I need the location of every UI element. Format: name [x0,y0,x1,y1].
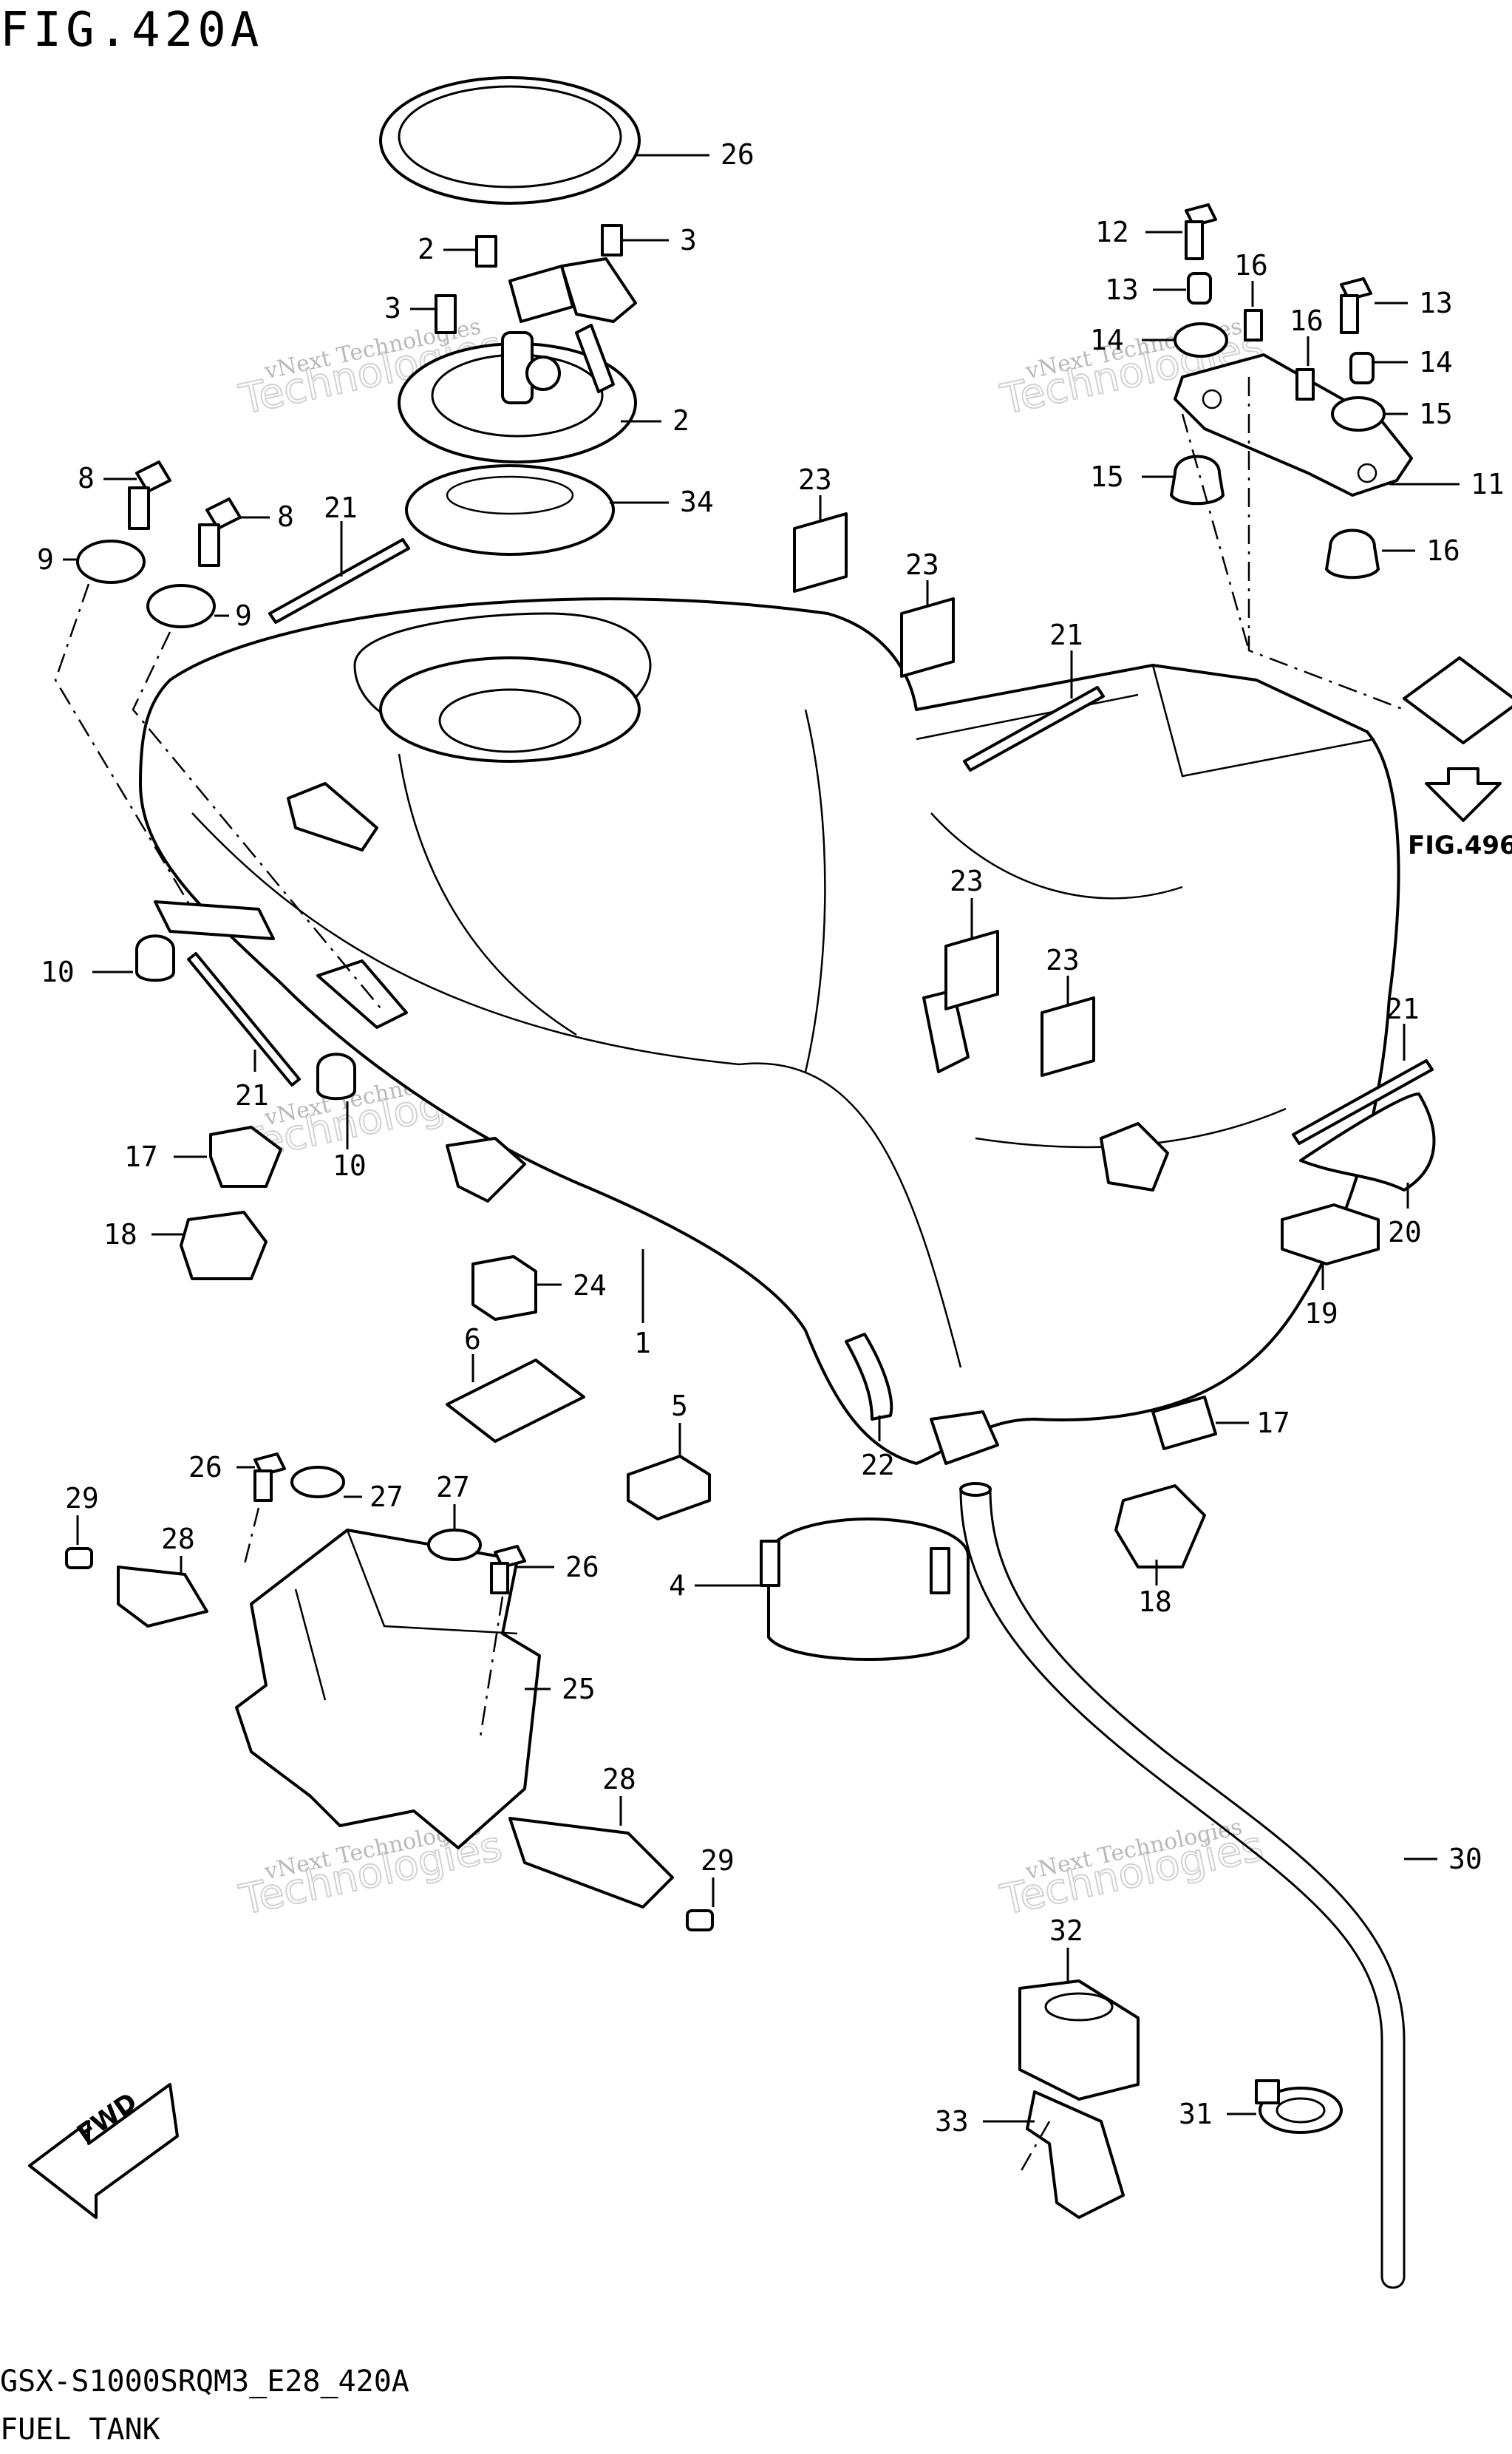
callout-label: 8 [78,462,95,494]
callout-label: 1 [634,1327,651,1359]
forward-direction-arrow: FWD [28,2083,179,2219]
callout-label: 19 [1304,1297,1338,1330]
callout-label: 14 [1419,346,1453,378]
model-code: GSX-S1000SRQM3_E28_420A [0,2365,409,2399]
callout-label: 34 [680,486,714,518]
callout-label: 14 [1090,324,1124,356]
part-15-rubber-mounts [1170,455,1380,579]
part-12-bolts [1185,203,1372,334]
callout-label: 5 [671,1390,688,1422]
part-7-gasket-ring [379,76,641,205]
part-11-rear-bracket [1174,353,1413,497]
callout-label: 17 [124,1141,158,1173]
part-13-collars [1187,272,1375,384]
part-6-sheet [446,1359,585,1443]
part-8-bolts [128,460,242,567]
part-3-bolts [435,224,623,334]
figure-title: FIG.420A [0,3,263,58]
callout-label: 25 [562,1673,596,1705]
part-4-band [760,1517,970,1661]
callout-label: 20 [1388,1216,1422,1248]
callout-label: 30 [1448,1843,1482,1875]
part-5-pad [627,1455,711,1520]
callout-label: 12 [1095,216,1129,248]
callout-label: 33 [935,2105,969,2138]
part-28-brackets [117,1566,674,1909]
part-34-cap-base [405,464,615,556]
callout-label: 23 [905,548,939,581]
callout-label: 9 [37,543,54,576]
callout-label: 28 [602,1763,636,1795]
callout-label: 27 [370,1481,403,1513]
callout-label: 28 [161,1523,195,1555]
part-10-grommets [135,900,356,1101]
callout-label: 18 [1138,1585,1172,1618]
part-14-rubber-washers [1174,322,1386,432]
part-22-strip [845,1333,893,1421]
callout-label: 22 [861,1449,895,1481]
callout-label: 18 [103,1218,137,1251]
callout-label: 21 [1386,993,1420,1025]
callout-label: 23 [1046,944,1080,976]
callouts: 26 2 3 3 2 34 8 8 9 9 21 23 23 23 [37,138,1505,2138]
callout-label: 10 [333,1149,367,1182]
part-20-cover [1299,1092,1436,1192]
part-24-pad [471,1255,537,1321]
part-30-drain-hose [959,1482,1406,2289]
callout-label: 29 [65,1482,99,1515]
part-2-fuel-cap [398,257,637,463]
callout-label: 16 [1290,305,1324,337]
callout-label: 16 [1426,534,1460,567]
part-31-hose-clamp [1255,2079,1343,2134]
part-25-lower-cover [235,1529,541,1849]
callout-label: 26 [188,1451,222,1483]
part-19-block [1281,1203,1380,1265]
callout-label: 8 [277,500,294,533]
callout-label: 9 [235,599,252,632]
callout-label: 16 [1234,249,1268,282]
callout-label: 21 [1049,619,1083,651]
callout-label: 32 [1049,1914,1083,1947]
callout-label: 17 [1256,1407,1290,1439]
callout-label: 13 [1419,287,1453,319]
callout-label: 3 [680,224,697,256]
callout-label: 15 [1419,398,1453,430]
callout-label: 21 [324,492,358,524]
callout-label: 23 [950,865,984,897]
installation-lines [54,377,1405,2174]
part-33-bracket [1026,2090,1125,2219]
part-1-fuel-tank [139,597,1400,1465]
ref-figure-label: FIG.496 [1408,831,1512,860]
callout-label: 10 [41,956,75,988]
callout-label: 15 [1090,460,1124,493]
callout-label: 11 [1471,468,1505,500]
part-32-clamp [1018,1979,1140,2101]
callout-label: 31 [1179,2098,1213,2130]
part-18-dampers [180,1211,1206,1568]
callout-label: 29 [701,1844,735,1877]
part-26-bolts [253,1452,526,1594]
part-21-seal-strips [187,538,1434,1145]
part-16-screws [1244,309,1315,401]
part-29-bolts [65,1547,714,1931]
callout-label: 27 [436,1471,470,1503]
part-17-clips [209,1126,1217,1450]
part-9-rubber-mounts [76,540,216,628]
callout-label: 3 [384,292,401,324]
callout-label: 26 [721,138,755,171]
callout-label: 23 [798,463,832,496]
diagram-caption: FUEL TANK [0,2413,160,2447]
callout-label: 2 [672,404,689,437]
part-23-pads [793,512,1095,1077]
callout-label: 6 [464,1323,481,1356]
callout-label: 21 [235,1079,269,1112]
callout-label: 2 [418,233,435,265]
fig-496-reference: FIG.496 [1403,656,1512,860]
callout-label: 26 [565,1551,599,1583]
callout-label: 13 [1105,273,1139,306]
callout-label: 24 [573,1269,607,1302]
callout-label: 4 [669,1569,686,1602]
